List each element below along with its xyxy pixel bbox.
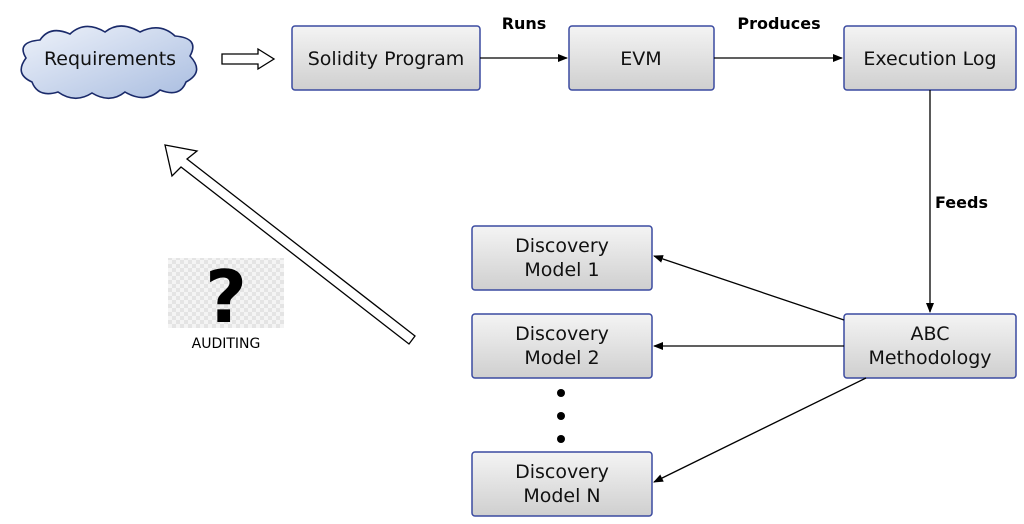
discovery-model-1-label-line1: Discovery xyxy=(515,235,609,257)
evm-box: EVM xyxy=(568,25,715,91)
requirements-cloud: Requirements xyxy=(20,25,198,100)
abc-to-model-n-arrow xyxy=(653,377,867,483)
requirements-label: Requirements xyxy=(44,48,176,70)
hollow-arrow-auditing xyxy=(164,144,416,345)
discovery-model-2-box: Discovery Model 2 xyxy=(471,313,653,379)
discovery-model-2-label-line2: Model 2 xyxy=(524,347,599,369)
abc-methodology-label-line1: ABC xyxy=(911,323,950,345)
runs-label: Runs xyxy=(502,14,547,33)
abc-methodology-box: ABC Methodology xyxy=(843,313,1017,379)
auditing-background xyxy=(168,258,284,328)
discovery-model-2-label-line1: Discovery xyxy=(515,323,609,345)
discovery-model-1-box: Discovery Model 1 xyxy=(471,225,653,291)
discovery-model-n-label-line1: Discovery xyxy=(515,461,609,483)
evm-label: EVM xyxy=(620,48,661,70)
question-mark-icon: ? xyxy=(205,255,247,339)
abc-to-model-1-arrow xyxy=(653,255,845,321)
solidity-program-label: Solidity Program xyxy=(308,48,464,70)
auditing-group: ? AUDITING xyxy=(168,255,284,352)
abc-methodology-label-line2: Methodology xyxy=(868,347,991,369)
produces-label: Produces xyxy=(737,14,820,33)
hollow-arrow-right xyxy=(221,47,276,71)
cloud-shape xyxy=(20,25,198,100)
discovery-model-n-label-line2: Model N xyxy=(523,485,600,507)
discovery-model-1-label-line2: Model 1 xyxy=(524,259,599,281)
auditing-label: AUDITING xyxy=(192,336,261,352)
solidity-program-box: Solidity Program xyxy=(291,25,481,91)
execution-log-label: Execution Log xyxy=(863,48,996,70)
discovery-model-n-box: Discovery Model N xyxy=(471,451,653,517)
ellipsis-dots xyxy=(557,389,565,443)
feeds-label: Feeds xyxy=(935,193,988,212)
execution-log-box: Execution Log xyxy=(843,25,1017,91)
